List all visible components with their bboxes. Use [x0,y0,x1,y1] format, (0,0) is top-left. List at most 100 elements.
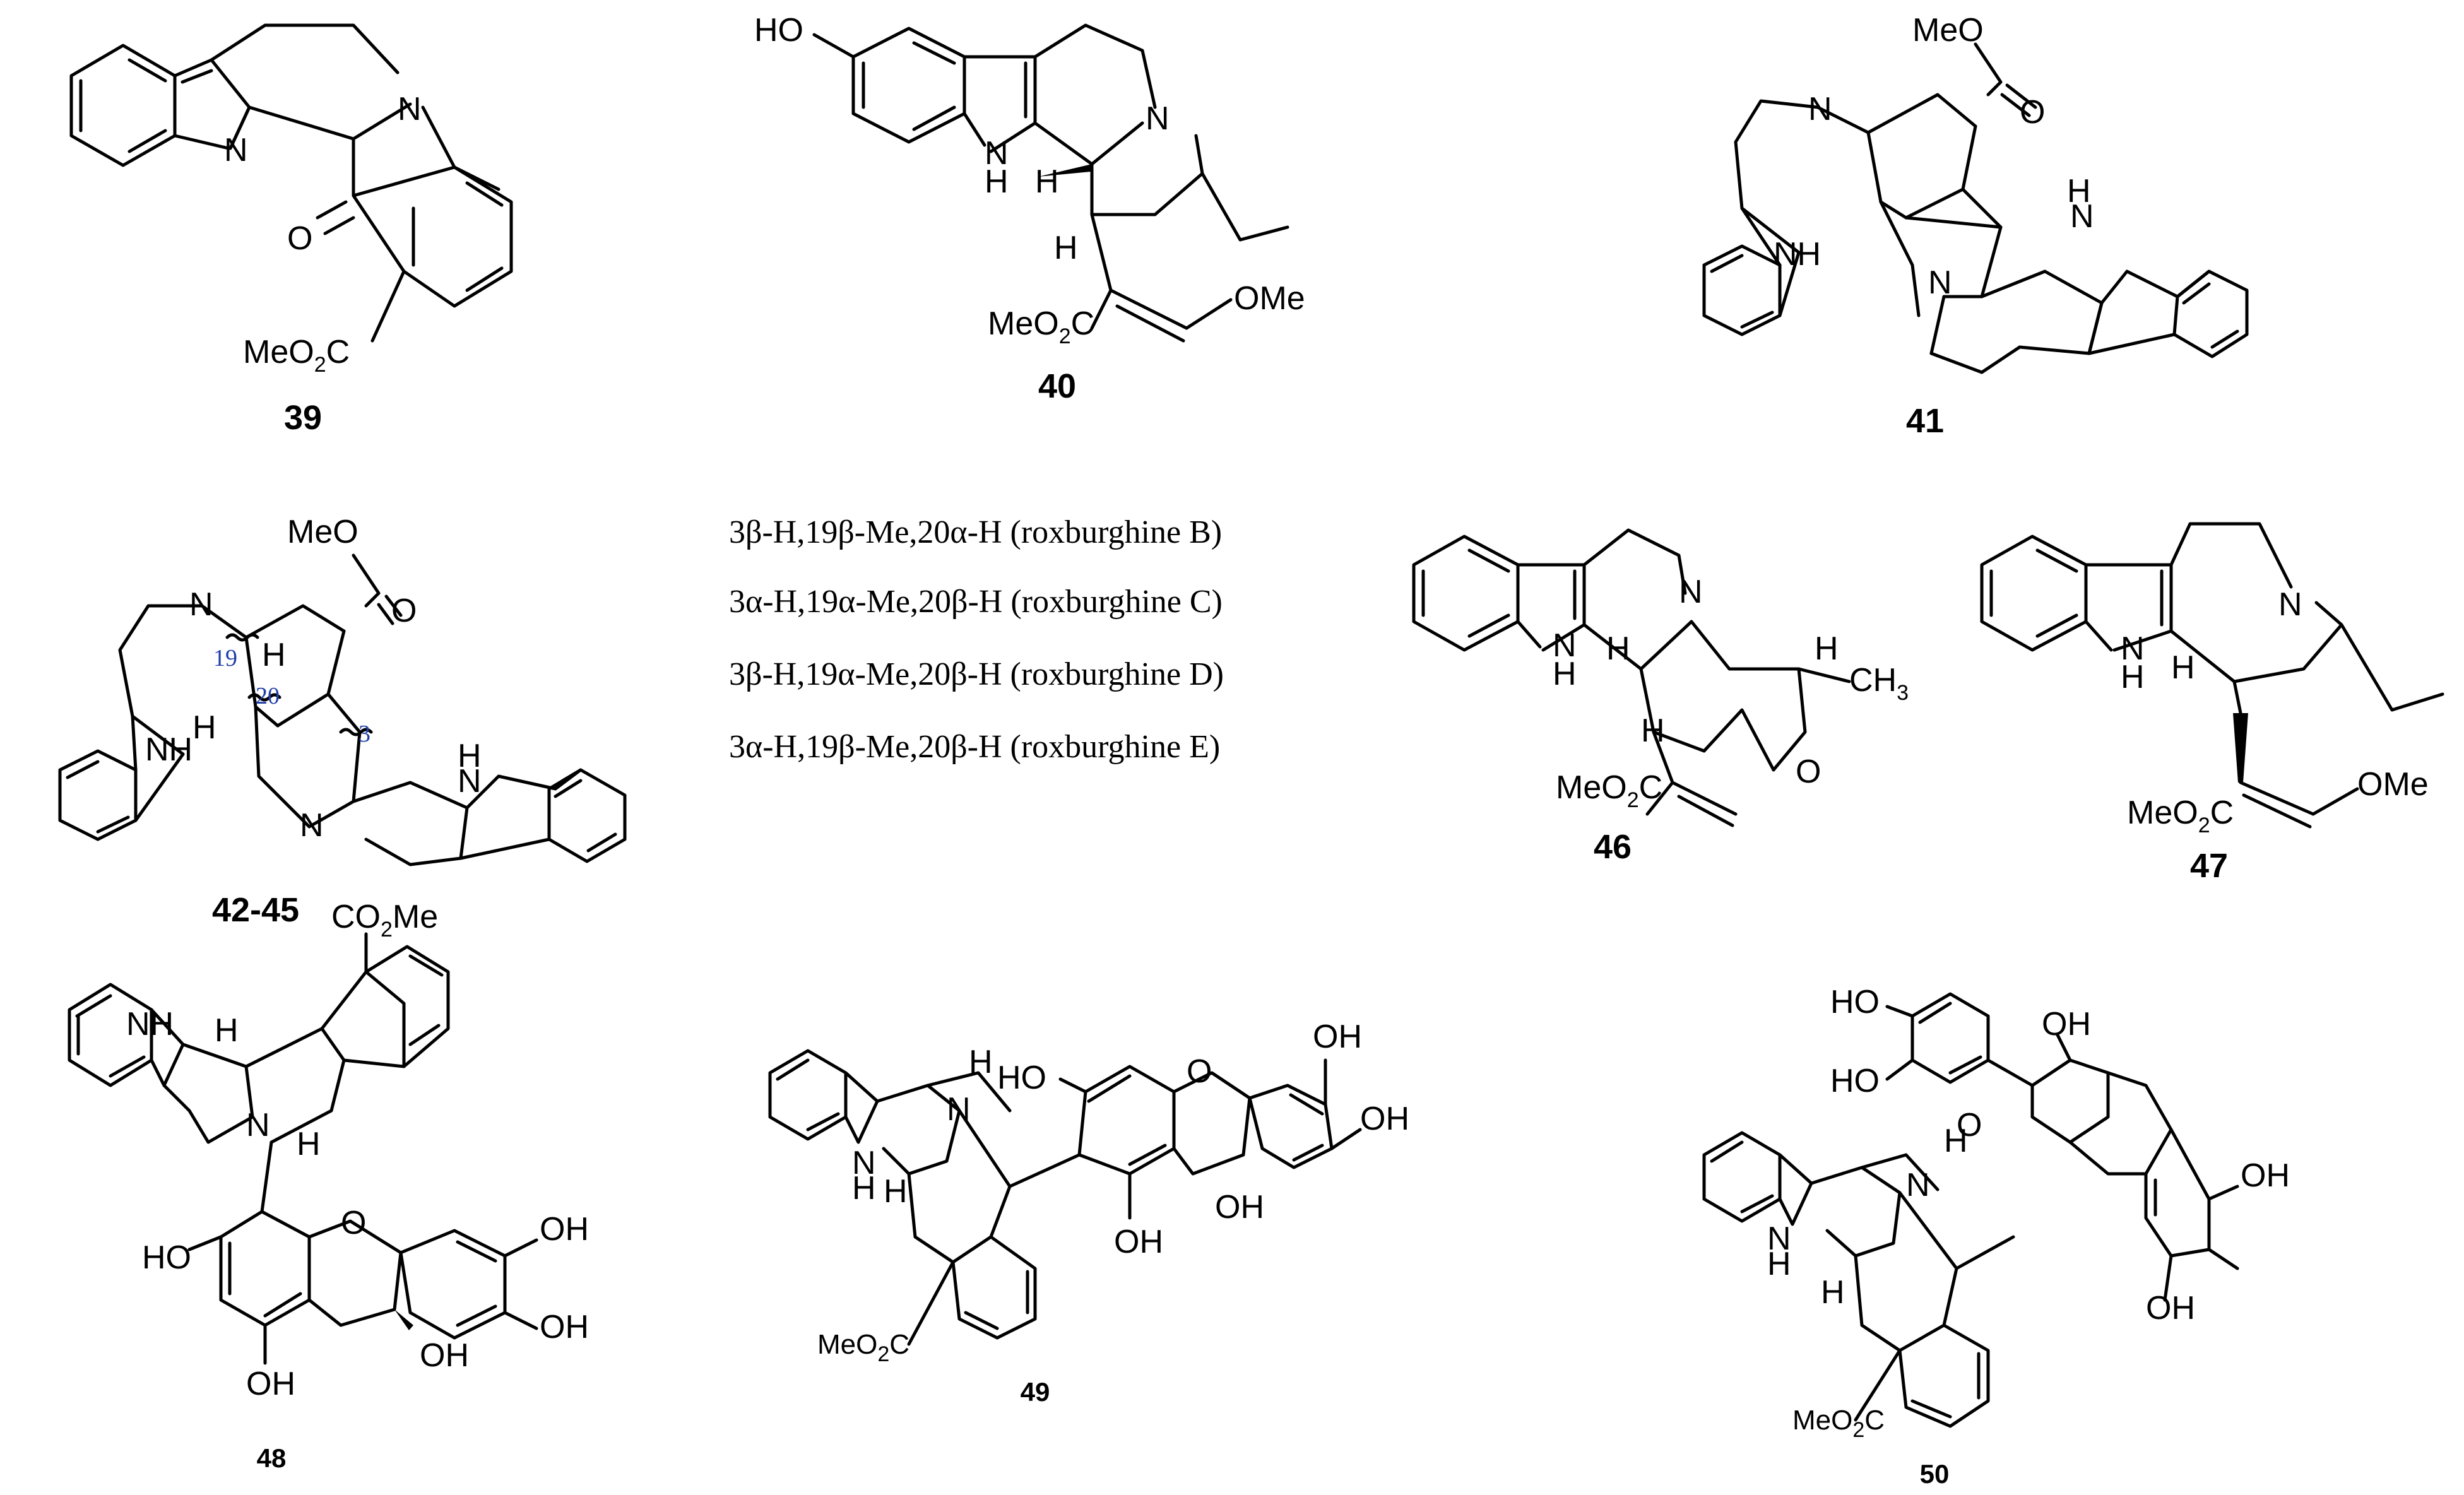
compound-39-label: 39 [284,399,322,437]
compound-48-OH1: OH [540,1211,589,1248]
roxburghine-note-c: 3α-H,19α-Me,20β-H (roxburghine C) [729,584,1223,620]
compound-49-H2: H [969,1044,993,1080]
compound-50-HO2: HO [1830,1063,1880,1099]
compound-42-45-NH2-H: H [458,738,482,774]
compound-47: N N H H MeO2C OMe 47 [1980,522,2444,885]
compound-49-O: O [1187,1053,1212,1090]
compound-40-bonds [812,23,1289,343]
compound-50-bonds [1702,992,2239,1428]
compound-42-45-MeO: MeO [287,514,358,550]
compound-50-ester-label: MeO2C [1792,1405,1885,1442]
compound-47-label: 47 [2190,847,2228,885]
roxburghine-note-d: 3β-H,19α-Me,20β-H (roxburghine D) [729,656,1224,692]
compound-49-HO: HO [997,1060,1046,1096]
compound-46-N: N [1679,574,1703,610]
compound-40-H15: H [1054,230,1078,266]
compound-39-amine-N: N [398,91,422,127]
compound-42-45-H2: H [192,709,216,746]
compound-42-45-locant-3: 3 [358,721,370,747]
compound-47-N: N [2278,586,2302,623]
compound-49-label: 49 [1021,1377,1050,1407]
compound-42-45-H1: H [262,637,286,673]
compound-49-indole-N: N [852,1145,876,1181]
compound-46-indole-H: H [1553,656,1577,692]
compound-40-ester-label: MeO2C [988,305,1094,348]
compound-42-45-label: 42-45 [212,891,299,929]
compound-50-H2: H [1944,1123,1968,1159]
compound-49-ester-label: MeO2C [817,1329,909,1366]
compound-50-OH1: OH [2042,1006,2091,1043]
compound-48-O: O [341,1205,366,1241]
compound-41-bonds [1702,42,2249,374]
compound-42-45-O: O [391,593,417,629]
compound-42-45-NH2-N: N [458,763,482,800]
compound-50-H1: H [1821,1274,1845,1311]
compound-47-wedge [2233,713,2248,783]
compound-48-CO2Me: CO2Me [331,899,438,942]
compound-46-CH3: CH3 [1849,662,1909,705]
compound-49-OH4: OH [1114,1224,1163,1260]
compound-42-45: MeO O N N NH N H H H 19 20 3 42-45 [58,514,627,929]
roxburghine-notes: 3β-H,19β-Me,20α-H (roxburghine B) 3α-H,1… [729,514,1224,765]
compound-50-indole-H: H [1767,1246,1791,1282]
compound-40-HO: HO [754,12,803,49]
compound-48-HO: HO [142,1239,191,1276]
compound-50-indole-N: N [1767,1220,1791,1257]
roxburghine-note-e: 3α-H,19β-Me,20β-H (roxburghine E) [729,729,1220,765]
compound-48-N: N [246,1107,270,1143]
compound-46-H3: H [1606,630,1630,667]
compound-46-bonds [1412,528,1851,827]
compound-47-H3: H [2171,649,2195,686]
compound-41-NH2-H: H [2067,173,2091,210]
roxburghine-note-b: 3β-H,19β-Me,20α-H (roxburghine B) [729,514,1222,550]
compound-48-wedge [394,1309,413,1330]
compound-42-45-wavy-19 [225,633,259,642]
compound-47-bonds [1980,522,2444,829]
compound-41-N2: N [1928,264,1952,301]
compound-42-45-N2: N [300,807,324,844]
compound-50-HO1: HO [1830,984,1880,1020]
compound-46-indole-N: N [1553,627,1577,664]
compound-39-ester-label: MeO2C [243,334,350,377]
compound-42-45-bonds [58,553,627,866]
compound-42-45-wavy-20 [247,693,281,702]
compound-48-OH2: OH [540,1309,589,1345]
compound-42-45-N1: N [189,586,213,623]
compound-48-label: 48 [257,1443,287,1473]
compound-40-wedge [1038,164,1092,177]
compound-41-O: O [2020,94,2045,131]
compound-47-OMe: OMe [2357,766,2429,803]
compound-46-label: 46 [1594,828,1632,866]
compound-47-indole-N: N [2121,630,2145,667]
compound-49: N H H N H HO O OH OH OH OH MeO2C 49 [768,1019,1409,1407]
compound-41-NH1: NH [1774,236,1821,273]
compound-46-H15: H [1641,712,1665,749]
compound-41-NH2-N: N [2070,198,2094,235]
compound-39-ketone-O: O [287,220,312,257]
compound-46-O: O [1796,753,1821,790]
compound-40-OMe: OMe [1234,280,1305,317]
compound-42-45-wavy-3 [339,728,373,736]
compound-49-N: N [947,1091,971,1128]
compound-48: NH H N H CO2Me OH OH HO O OH OH 48 [68,899,589,1473]
compound-46-ester-label: MeO2C [1556,769,1662,812]
compound-50-N: N [1906,1167,1930,1203]
compound-48-OH4: OH [246,1366,295,1402]
compound-40: HO N N H H H MeO2C OMe 40 [754,12,1305,405]
compound-41-N1: N [1808,91,1832,127]
compound-48-OH3: OH [420,1337,469,1374]
compound-39-indolenine-N: N [224,132,248,168]
compound-48-bonds [68,932,538,1365]
compound-41-label: 41 [1906,402,1944,440]
compound-50-O: O [1957,1107,1982,1143]
compound-39-bonds [69,23,513,343]
compound-50-OH2: OH [2241,1157,2290,1194]
compound-46: N N H H H H CH3 O MeO2C 46 [1412,528,1909,866]
compound-42-45-NH1: NH [145,731,192,768]
compound-47-ester-label: MeO2C [2127,795,2234,837]
compound-42-45-locant-20: 20 [256,683,280,709]
compound-49-indole-H: H [852,1170,876,1207]
compound-48-H1: H [215,1012,239,1049]
compound-49-OH1: OH [1313,1019,1362,1055]
compound-40-N: N [1146,100,1170,137]
